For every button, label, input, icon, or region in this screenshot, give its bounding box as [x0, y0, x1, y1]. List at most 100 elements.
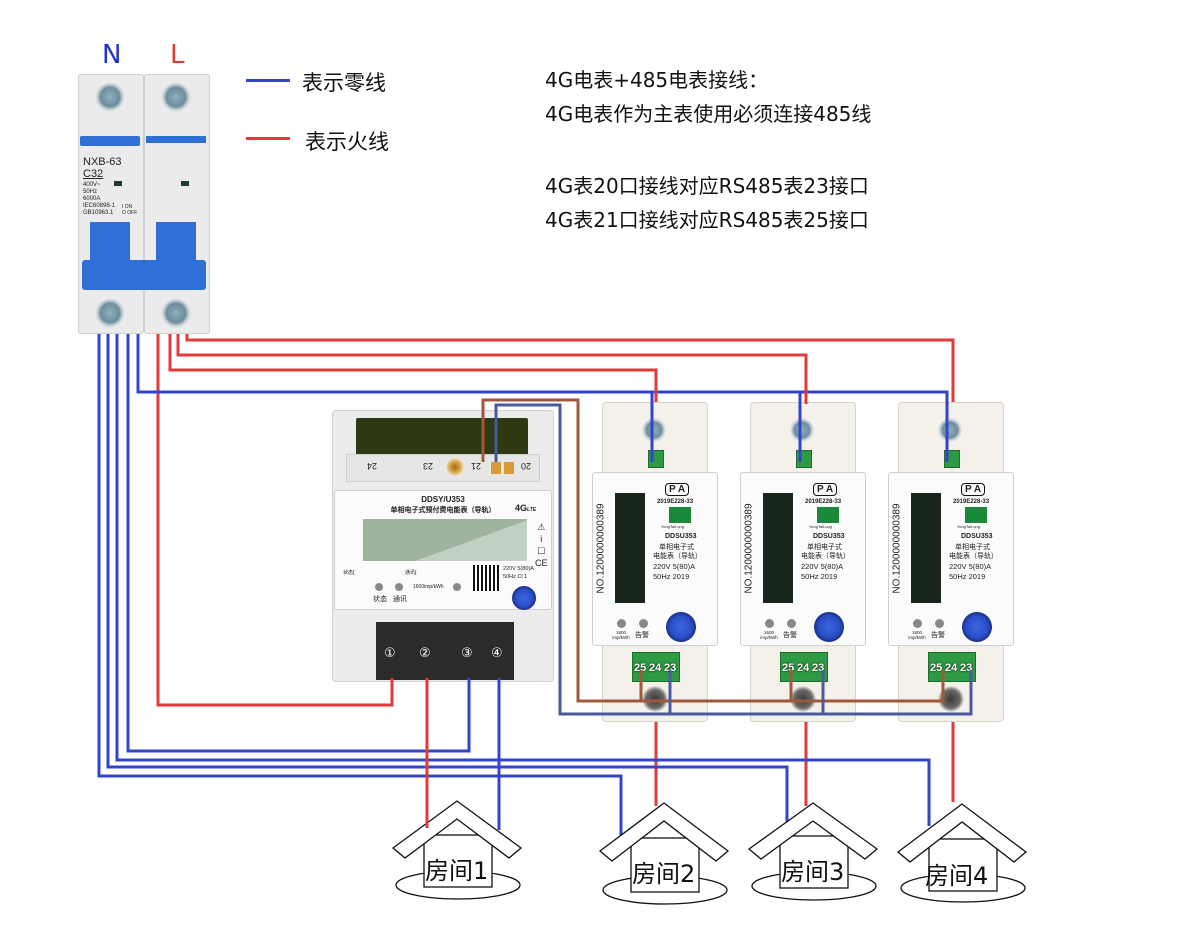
input-terminal: [796, 450, 812, 468]
top-port-strip: 24 23 21 20: [346, 454, 540, 482]
breaker-pole-n: [78, 74, 144, 334]
terminal-4: ④: [491, 646, 503, 661]
pa-mark: P A: [813, 483, 838, 496]
rs485-meter-2: NO.1200000000389 P A 2019E228-33 YongTai…: [740, 402, 866, 722]
qr-code: [473, 565, 499, 591]
badge-sub: LTE: [527, 507, 537, 513]
breaker-pole-l: [144, 74, 210, 334]
breaker-specs: 400V~ 50Hz 6000A IEC60898-1 GB10963.1: [83, 182, 115, 217]
on-label: I ON: [122, 204, 133, 210]
meter-model: DDSY/U353: [421, 495, 465, 504]
badge-text: 4G: [515, 503, 528, 513]
legend-live-label: 表示火线: [305, 130, 389, 154]
screw-icon: [938, 418, 962, 442]
cert-number: 2019E228-33: [805, 499, 842, 505]
spec-line: 6000A: [83, 196, 101, 202]
serial-number: NO.1200000000389: [891, 503, 903, 594]
standard-line: GB10963.1: [83, 210, 114, 216]
input-terminal: [944, 450, 960, 468]
room-4-label: 房间4: [925, 862, 989, 890]
meter-name: 单相电子式预付费电能表（导轨）: [390, 507, 496, 514]
port-25: 25: [782, 662, 795, 674]
breaker-handle[interactable]: [82, 260, 206, 290]
meter-face: NO.1200000000389 P A 2019E228-33 YongTai…: [888, 472, 1014, 646]
input-terminal: [648, 450, 664, 468]
meter-name-1: 单相电子式: [955, 544, 990, 551]
program-button[interactable]: [962, 612, 992, 642]
room-3-label: 房间3: [781, 858, 845, 886]
rating-line: 220V 5(80)A: [503, 566, 534, 572]
port-label: 20: [521, 461, 532, 471]
screw-icon: [95, 82, 125, 112]
cert-number: 2019E228-33: [953, 499, 990, 505]
pa-mark: P A: [665, 483, 690, 496]
port-24: 24: [945, 662, 958, 674]
meter-model: DDSU353: [665, 533, 697, 540]
terminal-2: ②: [419, 646, 431, 661]
4g-badge: 4GLTE: [515, 503, 536, 513]
meter-name-2: 电能表（导轨）: [949, 553, 998, 560]
sealing-screw: [445, 457, 465, 477]
alarm-led: [935, 619, 944, 628]
serial-number: NO.1200000000389: [595, 503, 607, 594]
notes-line-1: 4G电表作为主表使用必须连接485线: [545, 102, 872, 126]
alarm-label: 告警: [635, 632, 649, 639]
notes-line-2: 4G表20口接线对应RS485表23接口: [545, 174, 869, 198]
status-led: [375, 583, 383, 591]
status-label: 状态: [373, 596, 387, 603]
toggle-lever: [156, 222, 196, 260]
meter-face: NO.1200000000389 P A 2019E228-33 YongTai…: [592, 472, 718, 646]
imp-label: 1600imp/kWh: [413, 584, 444, 590]
brand-name: YongTaiLong: [957, 524, 980, 529]
indicator-window: [114, 181, 122, 186]
screw-icon: [95, 298, 125, 328]
circuit-breaker: NXB-63 C32 400V~ 50Hz 6000A IEC60898-1 G…: [78, 74, 210, 334]
terminal-3: ③: [461, 646, 473, 661]
blue-stripe: [80, 136, 140, 146]
legend-live-swatch: [246, 137, 290, 140]
port-25: 25: [930, 662, 943, 674]
imp-label: 1600 imp/kWh: [908, 630, 926, 640]
brand-name: YongTaiLong: [809, 524, 832, 529]
screw-icon: [790, 418, 814, 442]
pulse-led: [617, 619, 626, 628]
brand-logo: [669, 507, 691, 523]
alarm-label: 告警: [783, 632, 797, 639]
rating-line: 50Hz 2019: [801, 572, 838, 581]
alarm-label: 告警: [931, 632, 945, 639]
rating-line: 220V 5(80)A: [653, 562, 696, 571]
rs485-port-20: [504, 462, 514, 474]
program-button[interactable]: [512, 586, 536, 610]
legend-neutral-swatch: [246, 79, 290, 82]
brand-name: YongTaiLong: [661, 524, 684, 529]
pa-mark: P A: [961, 483, 986, 496]
program-button[interactable]: [814, 612, 844, 642]
program-button[interactable]: [666, 612, 696, 642]
rating-line: 220V 5(80)A: [949, 562, 992, 571]
notes-title: 4G电表+485电表接线：: [545, 68, 769, 92]
off-label: O OFF: [122, 210, 138, 216]
port-25: 25: [634, 662, 647, 674]
spec-line: 50Hz: [83, 189, 98, 195]
meter-model: DDSU353: [961, 533, 993, 540]
room-1-label: 房间1: [425, 857, 489, 885]
port-label: 23: [423, 461, 434, 471]
on-off-legend: I ON O OFF: [122, 204, 137, 216]
notes-line-3: 4G表21口接线对应RS485表25接口: [545, 208, 869, 232]
port-24: 24: [797, 662, 810, 674]
imp-label: 1600 imp/kWh: [612, 630, 630, 640]
meter-name-2: 电能表（导轨）: [801, 553, 850, 560]
pulse-led: [765, 619, 774, 628]
spec-line: 400V~: [83, 182, 101, 188]
neutral-wire-room3: [106, 332, 789, 826]
brand-logo: [965, 507, 987, 523]
rs485-terminal-block: 25 24 23: [928, 652, 976, 682]
breaker-rating: C32: [83, 168, 104, 180]
comm-label: 通讯: [393, 596, 407, 603]
lcd-display: [763, 493, 793, 603]
toggle-lever: [90, 222, 130, 260]
port-23: 23: [812, 662, 825, 674]
meter-model: DDSU353: [813, 533, 845, 540]
legend-neutral-label: 表示零线: [302, 71, 386, 95]
